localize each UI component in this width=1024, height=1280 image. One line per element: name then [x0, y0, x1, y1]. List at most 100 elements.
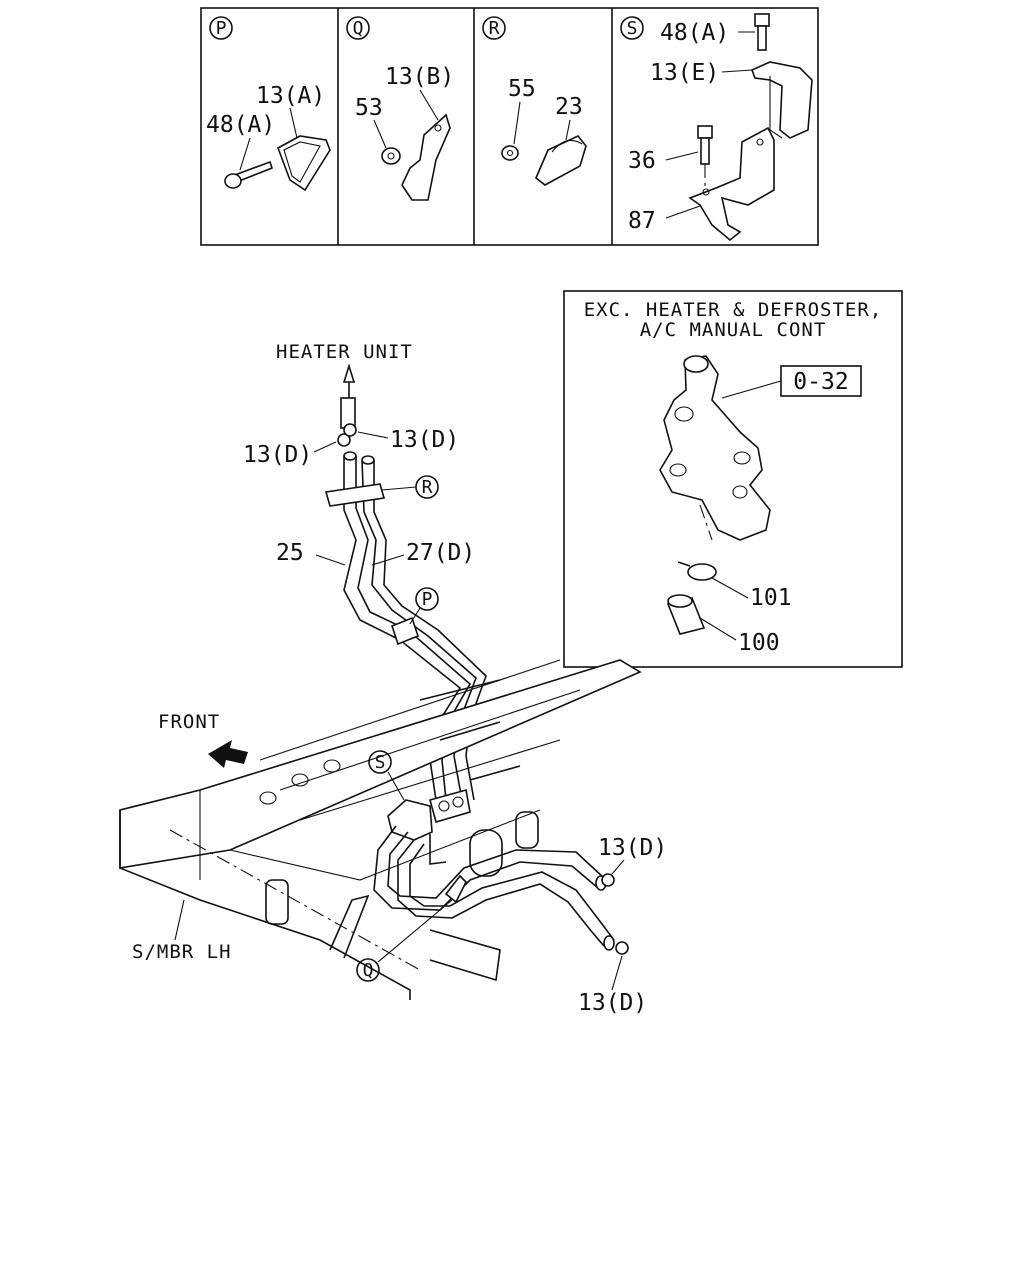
frame-slot — [265, 879, 289, 925]
leader-line — [357, 431, 389, 439]
clip-p-on-hose — [391, 616, 419, 646]
bracket-shape — [688, 126, 775, 242]
front-label: FRONT — [158, 711, 220, 733]
detail-panels: P 13(A) 48(A) Q 13(B) 53 — [200, 7, 819, 246]
leader-line — [565, 119, 571, 141]
bolt-head — [224, 173, 242, 189]
hose-clip-shape — [535, 135, 587, 186]
body-cutout — [469, 829, 503, 877]
crossmember-bar — [469, 765, 521, 781]
leader-line — [419, 89, 439, 121]
clamp-label-right: 13(D) — [390, 427, 459, 453]
frame-center-line — [169, 829, 421, 971]
leader-line — [315, 554, 346, 566]
heater-unit-label: HEATER UNIT — [276, 341, 413, 363]
panel-q: Q 13(B) 53 — [346, 16, 454, 201]
leader-line — [174, 899, 185, 941]
body-cutout — [515, 811, 539, 849]
panel-s-label-bolt: 48(A) — [660, 20, 729, 46]
frame-side-edge — [119, 810, 411, 1000]
frame-label: S/MBR LH — [132, 941, 232, 963]
valve-bolt-hole — [669, 463, 687, 477]
callout-r: R — [422, 477, 433, 498]
callout-q-badge — [356, 958, 380, 982]
hose-27-label: 27(D) — [406, 540, 475, 566]
center-line — [699, 504, 713, 541]
bracket-lower — [329, 894, 370, 959]
panel-s-badge — [620, 16, 644, 40]
panel-q-badge — [346, 16, 370, 40]
leader-line — [289, 107, 298, 139]
hose-end — [361, 455, 375, 465]
panel-r-label-clip: 23 — [555, 94, 583, 120]
leader-line — [387, 771, 405, 801]
valve-bolt-hole — [733, 451, 751, 465]
hose-clamp-icon — [343, 423, 357, 437]
leader-line — [381, 486, 417, 491]
panel-q-id: Q — [353, 18, 364, 39]
panel-r-label-nut: 55 — [508, 76, 536, 102]
crossmember-line — [279, 689, 581, 791]
panel-s-label-clip: 13(E) — [650, 60, 719, 86]
hose-clip-shape — [750, 61, 813, 139]
hose-clamp-icon — [337, 433, 351, 447]
hose-clamp-screw — [677, 561, 691, 567]
clamp-label-left: 13(D) — [243, 442, 312, 468]
clamp-label-lower-upper: 13(D) — [598, 835, 667, 861]
leader-line — [611, 955, 623, 991]
panel-r: R 55 23 — [482, 16, 587, 186]
panel-p-label-bolt: 48(A) — [206, 112, 275, 138]
nut-shape — [381, 147, 401, 165]
bolt-head — [697, 125, 713, 139]
clip-q-on-hose — [444, 874, 467, 904]
panel-p-label-clip: 13(A) — [256, 83, 325, 109]
nut-hole — [387, 152, 395, 160]
hose-clamp-icon — [601, 873, 615, 887]
hose-clip-inner — [769, 76, 783, 139]
hose-piece-end — [667, 594, 693, 608]
clip-r-on-hose — [324, 483, 386, 507]
reference-box-text: 0-32 — [793, 369, 848, 395]
leader-line — [371, 554, 405, 566]
bolt-shank — [757, 25, 767, 51]
hose-clip-inner — [551, 139, 583, 153]
panel-q-label-clip: 13(B) — [385, 64, 454, 90]
leader-line — [377, 899, 453, 963]
clip-s-bolt — [438, 800, 450, 812]
crossmember-bar — [419, 679, 501, 701]
valve-housing-shape — [659, 355, 771, 541]
frame-hole — [323, 759, 341, 773]
leader-line — [373, 119, 387, 149]
inset-box: EXC. HEATER & DEFROSTER, A/C MANUAL CONT… — [563, 290, 903, 668]
panel-r-badge — [482, 16, 506, 40]
bolt-head — [754, 13, 770, 27]
body-panel — [429, 929, 501, 982]
valve-bolt-hole — [674, 406, 694, 422]
bracket-hole — [702, 188, 710, 196]
hose-clip-shape — [277, 135, 331, 192]
lower-hose-d — [409, 843, 615, 941]
valve-pipe-end — [683, 355, 709, 373]
hose-clamp-shape — [687, 563, 717, 581]
body-edge — [429, 834, 447, 865]
hose-25-label: 25 — [276, 540, 304, 566]
leader-line — [513, 101, 521, 145]
inset-frame — [563, 290, 903, 668]
leader-line — [611, 859, 625, 875]
panel-s-label-bracket: 87 — [628, 208, 656, 234]
nut-shape — [501, 145, 519, 161]
leader-line — [721, 380, 782, 399]
leader-line — [721, 69, 753, 73]
callout-s-badge — [368, 750, 392, 774]
leader-line — [711, 577, 749, 599]
leader-line — [239, 137, 251, 171]
callout-p-badge — [415, 587, 439, 611]
clip-s-bolt — [452, 796, 464, 808]
leader-line — [313, 441, 337, 453]
valve-outlet — [732, 485, 748, 499]
clamp-label-lower-lower: 13(D) — [578, 990, 647, 1016]
inset-title-line2: A/C MANUAL CONT — [640, 319, 827, 341]
panel-r-id: R — [489, 18, 500, 39]
leader-line — [409, 607, 421, 625]
